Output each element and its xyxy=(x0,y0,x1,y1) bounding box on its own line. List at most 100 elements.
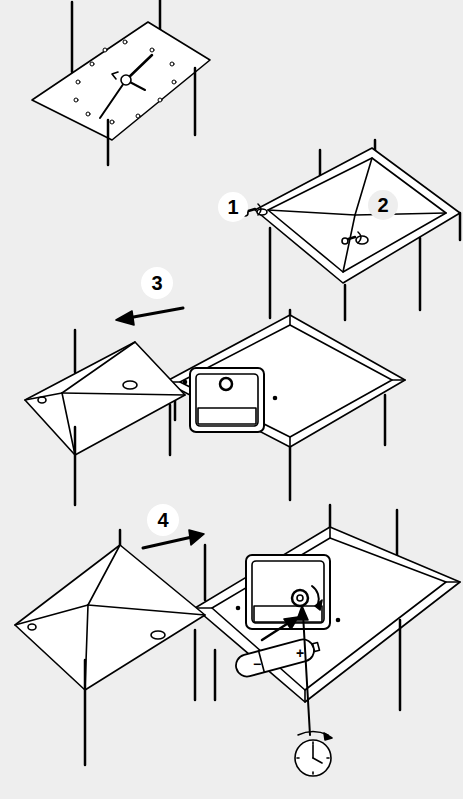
line-art xyxy=(194,68,197,135)
line-art xyxy=(329,527,331,538)
line-art xyxy=(150,48,154,52)
line-art xyxy=(74,330,77,372)
line-art xyxy=(151,631,165,639)
line-art xyxy=(84,660,87,765)
callout-circle xyxy=(218,192,248,222)
back-cover xyxy=(25,330,185,505)
line-art xyxy=(204,545,207,600)
line-art xyxy=(74,427,77,505)
line-art xyxy=(337,619,340,622)
clock-back-screws xyxy=(242,140,460,320)
line-art xyxy=(198,408,256,424)
line-art xyxy=(196,374,258,426)
set-time-arrow xyxy=(297,606,310,735)
line-art xyxy=(459,213,462,240)
line-art xyxy=(289,315,291,325)
polarity-sign: − xyxy=(253,657,261,671)
line-art xyxy=(128,308,183,318)
line-art xyxy=(246,555,330,629)
line-art xyxy=(312,772,314,774)
line-art xyxy=(121,75,131,85)
line-art xyxy=(38,397,46,403)
line-art xyxy=(252,561,324,623)
shape-group xyxy=(15,0,460,776)
clock-front xyxy=(32,0,210,165)
line-art xyxy=(62,393,75,455)
line-art xyxy=(15,605,88,625)
line-art xyxy=(32,22,210,140)
line-art xyxy=(255,148,460,283)
line-art xyxy=(76,80,80,84)
line-art xyxy=(158,98,162,102)
callout-number: 3 xyxy=(151,273,162,293)
line-art xyxy=(343,215,355,272)
line-art xyxy=(180,325,392,437)
line-art xyxy=(214,650,217,700)
clock-body xyxy=(165,310,405,500)
line-art xyxy=(165,315,405,447)
line-art xyxy=(103,48,107,52)
line-art xyxy=(90,62,94,66)
line-art xyxy=(88,605,205,615)
callout-circle xyxy=(141,267,173,299)
line-art xyxy=(169,405,172,455)
line-art xyxy=(195,527,460,702)
line-art xyxy=(112,72,118,79)
line-art xyxy=(315,600,322,610)
line-art xyxy=(123,40,127,44)
line-art xyxy=(313,758,322,763)
line-art xyxy=(71,2,74,72)
clock-icon xyxy=(295,732,332,777)
battery xyxy=(234,636,322,679)
callout-number: 4 xyxy=(157,510,168,530)
line-art xyxy=(289,437,291,447)
line-art xyxy=(284,617,298,629)
line-art xyxy=(399,620,402,710)
line-art xyxy=(172,80,176,84)
line-art xyxy=(303,614,310,735)
line-art xyxy=(100,80,126,118)
line-art xyxy=(123,381,137,389)
line-art xyxy=(269,228,272,318)
line-art xyxy=(212,538,446,690)
callout-number: 2 xyxy=(377,195,388,215)
line-art xyxy=(327,757,329,759)
line-art xyxy=(312,586,319,604)
line-art xyxy=(312,742,314,744)
line-art xyxy=(396,510,399,560)
line-art xyxy=(297,757,299,759)
line-art xyxy=(355,213,446,215)
line-art xyxy=(62,342,135,393)
line-art xyxy=(304,690,306,702)
callout-circle xyxy=(147,504,179,536)
line-art xyxy=(344,285,347,320)
line-art xyxy=(74,98,78,102)
back-cover xyxy=(15,530,205,765)
line-art xyxy=(312,745,314,758)
shape-group xyxy=(74,40,176,124)
line-art xyxy=(28,624,36,630)
line-art xyxy=(324,733,332,740)
line-art xyxy=(289,447,292,500)
line-art xyxy=(419,238,422,310)
polarity-sign: + xyxy=(296,646,304,660)
line-art xyxy=(194,630,197,700)
line-art xyxy=(62,393,185,395)
line-art xyxy=(86,112,90,116)
line-art xyxy=(446,581,460,583)
direction-arrow xyxy=(143,530,204,548)
screw xyxy=(342,232,361,244)
line-art xyxy=(295,740,331,776)
line-art xyxy=(258,204,261,215)
callout-number: 1 xyxy=(227,197,238,217)
line-art xyxy=(107,120,110,165)
line-art xyxy=(15,545,205,690)
line-art xyxy=(25,342,185,455)
line-art xyxy=(88,545,120,605)
line-art xyxy=(143,537,192,548)
line-art xyxy=(220,378,232,390)
line-art xyxy=(297,595,303,601)
line-art xyxy=(110,120,114,124)
